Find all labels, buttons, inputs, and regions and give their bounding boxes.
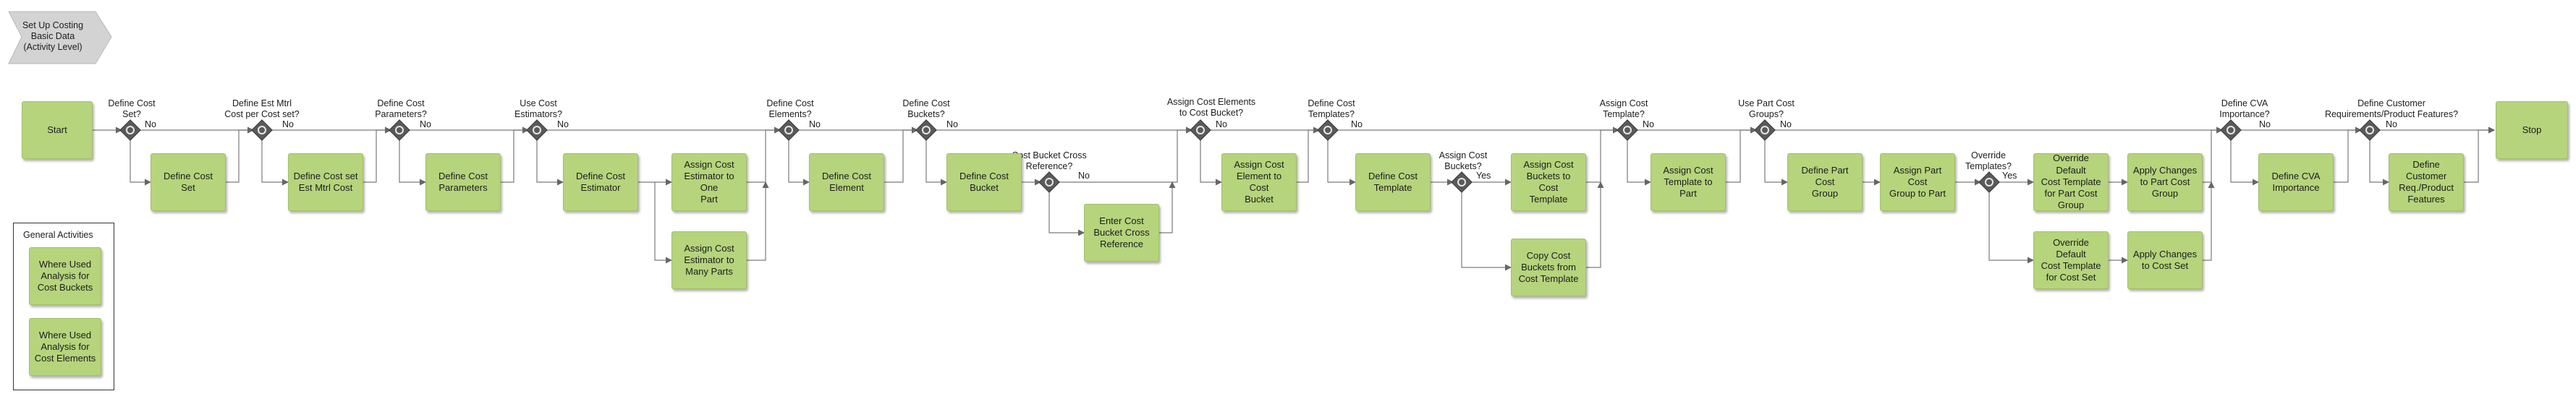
task-label: Define Customer Req./Product Features [2399,158,2454,205]
gateway-label: Define Cost Set? [108,98,156,119]
task-where-used-elements[interactable]: Where Used Analysis for Cost Elements [29,318,101,376]
flow-label-no: No [946,119,958,129]
flow-label-no: No [420,119,431,129]
task-enter-cross-reference[interactable]: Enter Cost Bucket Cross Reference [1084,204,1159,262]
task-label: Define Cost Template [1368,170,1418,193]
task-define-cost-template[interactable]: Define Cost Template [1355,153,1431,211]
general-activities-title: General Activities [23,230,93,240]
task-where-used-buckets[interactable]: Where Used Analysis for Cost Buckets [29,247,101,305]
task-assign-template-to-part[interactable]: Assign Cost Template to Part [1651,153,1726,211]
task-define-cost-set[interactable]: Define Cost Set [151,153,226,211]
task-copy-cost-buckets[interactable]: Copy Cost Buckets from Cost Template [1511,239,1586,296]
task-label: Copy Cost Buckets from Cost Template [1518,249,1579,285]
flow-label-no: No [1351,119,1363,129]
gateway-label: Define Cost Templates? [1308,98,1355,119]
general-activities-box [13,223,114,390]
task-define-est-mtrl-cost[interactable]: Define Cost set Est Mtrl Cost [288,153,363,211]
gateway-label: Cost Bucket Cross Reference? [1012,150,1087,171]
flow-label-no: No [145,119,156,129]
activity-header-shape [8,11,112,64]
flow-label-no: No [1780,119,1792,129]
gateway-label: Define Customer Requirements/Product Fea… [2324,98,2459,119]
task-label: Override Default Cost Template for Part … [2041,153,2101,211]
gateway-label: Define CVA Importance? [2219,98,2270,119]
gateway-label: Assign Cost Template? [1599,98,1648,119]
gateway-label: Override Templates? [1965,150,2012,171]
gateway-label: Define Cost Buckets? [902,98,950,119]
task-label: Apply Changes to Cost Set [2132,248,2198,271]
task-assign-element-to-bucket[interactable]: Assign Cost Element to Cost Bucket [1221,153,1297,211]
task-label: Define Cost set Est Mtrl Cost [293,170,358,193]
task-label: Define Cost Estimator [576,170,625,193]
task-define-cost-bucket[interactable]: Define Cost Bucket [946,153,1022,211]
task-label: Define Cost Bucket [959,170,1009,193]
task-assign-buckets-to-template[interactable]: Assign Cost Buckets to Cost Template [1511,153,1586,211]
task-assign-estimator-many-parts[interactable]: Assign Cost Estimator to Many Parts [671,231,747,289]
gateway-label: Use Part Cost Groups? [1738,98,1795,119]
task-override-template-cost-set[interactable]: Override Default Cost Template for Cost … [2033,231,2109,289]
gateway-label: Define Cost Elements? [766,98,814,119]
start-event[interactable]: Start [22,101,93,159]
task-define-customer-req[interactable]: Define Customer Req./Product Features [2389,153,2464,211]
gateway-label: Define Cost Parameters? [375,98,427,119]
task-label: Define Part Cost Group [1801,164,1849,200]
gateway-label: Assign Cost Elements to Cost Bucket? [1166,97,1256,118]
flow-label-yes: Yes [1476,171,1491,181]
task-apply-changes-cost-set[interactable]: Apply Changes to Cost Set [2127,231,2203,289]
task-label: Define CVA Importance [2271,170,2321,193]
task-define-cva-importance[interactable]: Define CVA Importance [2258,153,2334,211]
task-override-template-part-group[interactable]: Override Default Cost Template for Part … [2033,153,2109,211]
task-label: Assign Cost Estimator to One Part [684,158,734,205]
task-label: Assign Cost Estimator to Many Parts [684,242,734,278]
flow-label-no: No [557,119,569,129]
task-label: Where Used Analysis for Cost Buckets [37,258,93,293]
flow-label-no: No [809,119,821,129]
task-label: Apply Changes to Part Cost Group [2132,164,2198,200]
task-label: Assign Part Cost Group to Part [1889,164,1946,200]
stop-label: Stop [2522,124,2542,135]
task-label: Define Cost Set [164,170,213,193]
task-label: Assign Cost Element to Cost Bucket [1234,158,1284,205]
task-assign-part-cost-group[interactable]: Assign Part Cost Group to Part [1880,153,1955,211]
flow-label-no: No [2259,119,2271,129]
gateway-label: Assign Cost Buckets? [1439,150,1488,171]
flow-label-no: No [1216,119,1227,129]
flow-label-no: No [2386,119,2397,129]
task-label: Assign Cost Template to Part [1663,164,1713,200]
task-apply-changes-part-group[interactable]: Apply Changes to Part Cost Group [2127,153,2203,211]
start-label: Start [47,124,67,135]
gateway-label: Use Cost Estimators? [514,98,562,119]
task-assign-estimator-one-part[interactable]: Assign Cost Estimator to One Part [671,153,747,211]
task-define-part-cost-group[interactable]: Define Part Cost Group [1787,153,1863,211]
task-define-cost-parameters[interactable]: Define Cost Parameters [425,153,501,211]
task-define-cost-estimator[interactable]: Define Cost Estimator [563,153,638,211]
flow-label-no: No [1643,119,1654,129]
task-label: Assign Cost Buckets to Cost Template [1523,158,1574,205]
activity-title: Set Up Costing Basic Data (Activity Leve… [22,20,84,52]
gateway-label: Define Est Mtrl Cost per Cost set? [224,98,300,119]
task-label: Define Cost Element [822,170,871,193]
task-label: Where Used Analysis for Cost Elements [34,329,96,364]
stop-event[interactable]: Stop [2496,101,2568,159]
flow-label-no: No [1078,171,1090,181]
task-label: Enter Cost Bucket Cross Reference [1093,215,1150,250]
task-define-cost-element[interactable]: Define Cost Element [809,153,884,211]
flow-label-yes: Yes [2002,171,2017,181]
flow-label-no: No [282,119,294,129]
task-label: Define Cost Parameters [438,170,488,193]
task-label: Override Default Cost Template for Cost … [2041,236,2101,283]
